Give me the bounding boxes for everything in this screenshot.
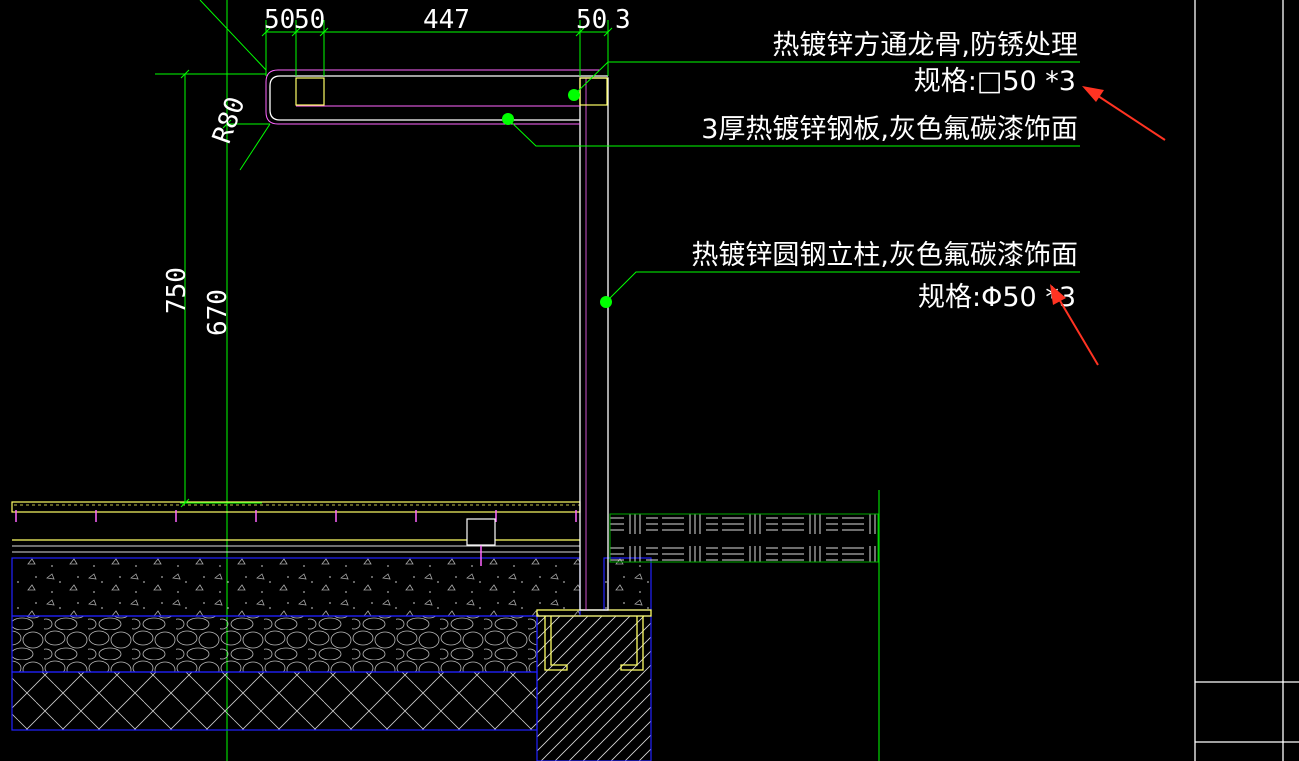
top-rail <box>265 69 608 125</box>
dim-top-a: 50 <box>264 5 295 35</box>
dim-top-e: 3 <box>615 5 631 35</box>
dim-top-c: 447 <box>423 5 470 35</box>
title-block <box>1194 0 1299 761</box>
note-square-tube: 热镀锌方通龙骨,防锈处理 <box>772 30 1078 61</box>
note-square-spec: 规格:□50 *3 <box>914 66 1076 97</box>
red-arrow-square-spec <box>1082 86 1166 141</box>
dimension-lines <box>155 0 613 508</box>
ground-layers <box>11 557 652 761</box>
note-round-post: 热镀锌圆钢立柱,灰色氟碳漆饰面 <box>691 240 1078 271</box>
note-round-spec: 规格:Φ50 *3 <box>918 282 1076 313</box>
annotation-notes: 热镀锌方通龙骨,防锈处理 规格:□50 *3 3厚热镀锌钢板,灰色氟碳漆饰面 热… <box>691 30 1078 313</box>
steel-post <box>579 77 609 611</box>
dimension-texts: 50 50 447 50 3 R80 750 670 <box>162 5 631 336</box>
leader-lines <box>507 61 1080 303</box>
deck-boards <box>11 501 581 566</box>
dim-height-post: 670 <box>203 289 233 336</box>
note-steel-plate: 3厚热镀锌钢板,灰色氟碳漆饰面 <box>701 114 1078 145</box>
dim-height-total: 750 <box>162 267 192 314</box>
adjacent-paving <box>609 513 879 563</box>
red-arrow-round-spec <box>1050 284 1099 366</box>
dim-top-b: 50 <box>294 5 325 35</box>
dim-top-d: 50 <box>576 5 607 35</box>
dim-radius: R80 <box>207 93 251 147</box>
leader-dots <box>502 89 612 308</box>
